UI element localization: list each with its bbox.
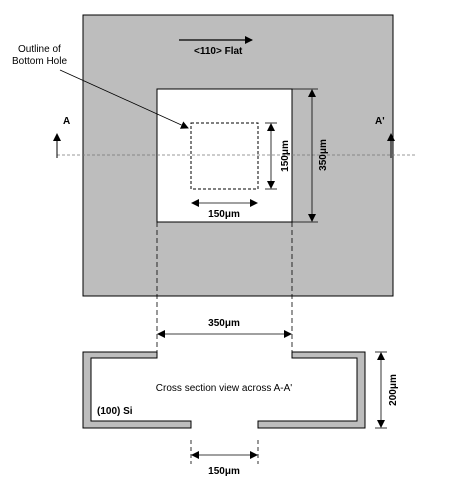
hole-horizontal-label: 150μm xyxy=(208,209,240,220)
outline-label-line2: Bottom Hole xyxy=(12,56,67,67)
outline-label-line1: Outline of xyxy=(18,44,61,55)
flat-label: <110> Flat xyxy=(194,46,243,57)
bottom-opening-label: 150μm xyxy=(208,466,240,477)
window-horizontal-label: 350μm xyxy=(208,318,240,329)
cross-section-body xyxy=(82,351,366,429)
thickness-label: 200μm xyxy=(388,374,399,406)
window-vertical-label: 350μm xyxy=(318,139,329,171)
section-label-a: A xyxy=(63,116,70,127)
bottom-hole-outline xyxy=(190,122,259,190)
hole-vertical-label: 150μm xyxy=(280,140,291,172)
substrate-label: (100) Si xyxy=(97,406,133,417)
top-window-opening xyxy=(156,88,293,223)
cross-section-label: Cross section view across A-A' xyxy=(156,383,292,394)
section-label-a-prime: A' xyxy=(375,116,385,127)
outline-leader xyxy=(59,69,189,129)
